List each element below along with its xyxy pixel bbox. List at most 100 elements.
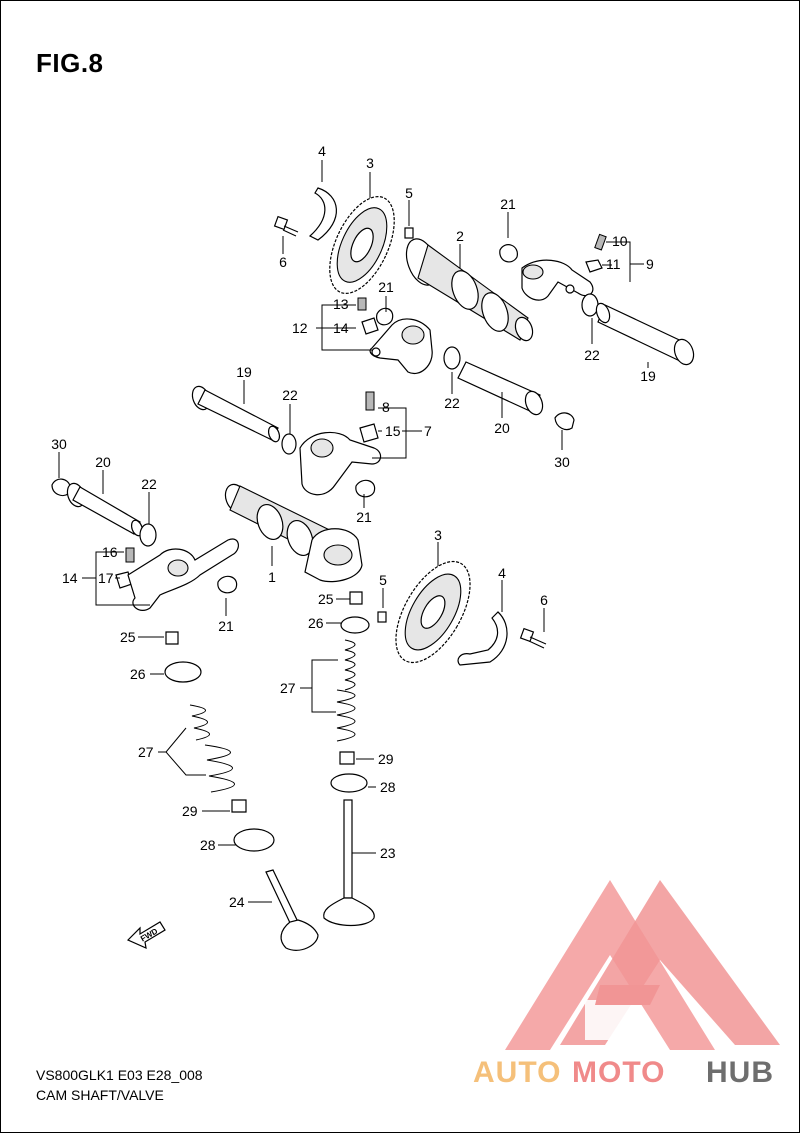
pin-part-5-lower [377, 611, 387, 623]
rocker-shaft-part-20-a [457, 361, 544, 416]
callout-21-b: 21 [378, 279, 394, 295]
spring-part-27-a [336, 639, 356, 742]
fwd-arrow-icon: FWD [126, 921, 166, 950]
callout-19-a: 19 [640, 368, 656, 384]
callout-22-c: 22 [282, 387, 298, 403]
screw-part-8 [365, 391, 375, 411]
callout-21-a: 21 [500, 196, 516, 212]
callout-1: 1 [268, 569, 276, 585]
washer-part-22-b [443, 346, 461, 370]
callout-26-b: 26 [130, 666, 146, 682]
callout-6-lower: 6 [540, 592, 548, 608]
cap-part-30-a [554, 412, 575, 431]
callout-3-upper: 3 [366, 155, 374, 171]
callout-2: 2 [456, 228, 464, 244]
bolt-part-6-lower [519, 627, 547, 649]
figure-title: FIG.8 [36, 48, 104, 78]
spring-part-27-b [189, 704, 235, 793]
screw-part-17 [357, 297, 367, 311]
rocker-shaft-part-19-b [191, 385, 281, 443]
callout-21-c: 21 [356, 509, 372, 525]
seat-part-26-b [164, 661, 202, 683]
retainer-part-28-a [330, 773, 368, 793]
screw-part-14 [594, 233, 607, 251]
shim-part-21-c [355, 479, 376, 498]
cotter-part-29-b [231, 799, 247, 813]
washer-part-22-a [581, 293, 599, 317]
callout-29-b: 29 [182, 803, 198, 819]
watermark-text-hub: HUB [706, 1056, 774, 1089]
callout-15: 11 [606, 256, 621, 272]
nut-part-18 [361, 317, 379, 335]
callout-22-b: 22 [444, 395, 460, 411]
shim-part-21-a [499, 244, 518, 263]
leader-lines [58, 160, 649, 903]
sprocket-part-3-lower [395, 560, 471, 664]
callout-13: 9 [646, 256, 654, 272]
plate-part-4-upper [308, 187, 337, 241]
retainer-part-28-b [233, 828, 275, 852]
callout-6-upper: 6 [279, 254, 287, 270]
valve-part-24 [265, 869, 319, 951]
callout-8: 8 [382, 399, 390, 415]
callout-4-lower: 4 [498, 565, 506, 581]
callout-30-b: 30 [51, 436, 67, 452]
rocker-arm-part-10 [127, 538, 239, 611]
callout-5-upper: 5 [405, 185, 413, 201]
plate-part-4-lower [457, 611, 508, 666]
callout-labels: 4 3 5 6 2 21 10 11 9 22 19 13 12 14 21 2… [51, 143, 656, 910]
callout-5-lower: 5 [379, 572, 387, 588]
camshaft-part-2 [405, 238, 534, 342]
screw-part-11 [125, 547, 135, 563]
rocker-arm-part-7 [299, 431, 382, 496]
cotter-part-25-b [165, 631, 179, 645]
callout-28-b: 28 [200, 837, 216, 853]
watermark-text-moto: MOTO [572, 1056, 665, 1089]
callout-4-upper: 4 [318, 143, 326, 159]
callout-19-b: 19 [236, 364, 252, 380]
callout-26-a: 26 [308, 615, 324, 631]
callout-30-a: 30 [554, 454, 570, 470]
rocker-shaft-part-20-b [66, 482, 144, 537]
cotter-part-29-a [339, 751, 355, 765]
callout-24: 24 [229, 894, 245, 910]
bolt-part-6-upper [273, 215, 299, 237]
callout-10: 14 [62, 570, 78, 586]
callout-18: 14 [333, 320, 349, 336]
callout-14: 10 [612, 233, 628, 249]
nut-part-9 [359, 423, 379, 443]
callout-17: 13 [333, 296, 349, 312]
callout-28-a: 28 [380, 779, 396, 795]
callout-22-d: 22 [141, 476, 157, 492]
footer-diagram-name: CAM SHAFT/VALVE [36, 1087, 164, 1103]
callout-25-b: 25 [120, 629, 136, 645]
callout-27-b: 27 [138, 744, 154, 760]
washer-part-22-c [281, 433, 297, 455]
rocker-shaft-part-19-a [595, 302, 695, 366]
callout-3-lower: 3 [434, 527, 442, 543]
callout-23: 23 [380, 845, 396, 861]
valve-part-23 [323, 799, 375, 927]
watermark-logo [505, 880, 780, 1050]
callout-16: 12 [292, 320, 308, 336]
watermark-text-auto: AUTO [473, 1056, 561, 1089]
seat-part-26-a [340, 616, 370, 634]
shim-part-21-b [376, 307, 394, 326]
camshaft-part-1 [224, 483, 363, 583]
callout-9: 15 [385, 423, 401, 439]
callout-25-a: 25 [318, 591, 334, 607]
callout-27-a: 27 [280, 680, 296, 696]
callout-22-a: 22 [584, 347, 600, 363]
callout-11: 16 [102, 544, 118, 560]
washer-part-22-d [139, 523, 157, 547]
callout-7: 7 [424, 423, 432, 439]
pin-part-5-upper [404, 227, 414, 239]
rocker-arm-part-13 [521, 259, 594, 301]
rocker-arm-part-16 [369, 318, 433, 374]
callout-29-a: 29 [378, 751, 394, 767]
nut-part-15 [585, 259, 603, 273]
callout-12: 17 [98, 570, 114, 586]
callout-21-d: 21 [218, 618, 234, 634]
footer-diagram-code: VS800GLK1 E03 E28_008 [36, 1067, 203, 1083]
